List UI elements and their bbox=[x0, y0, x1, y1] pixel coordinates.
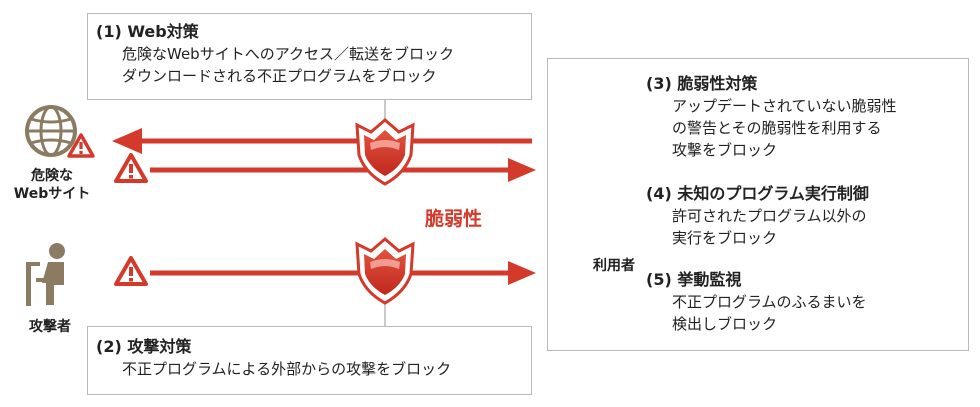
vulnerability-section: (3) 脆弱性対策 アップデートされていない脆弱性 の警告とその脆弱性を利用する… bbox=[646, 73, 897, 161]
attacker-label: 攻撃者 bbox=[29, 319, 71, 335]
behavior-monitoring-section: (5) 挙動監視 不正プログラムのふるまいを 検出しブロック bbox=[646, 269, 867, 335]
web-countermeasure-line: ダウンロードされる不正プログラムをブロック bbox=[122, 67, 437, 85]
section-title: (5) 挙動監視 bbox=[646, 270, 742, 289]
section-title: (3) 脆弱性対策 bbox=[646, 74, 758, 93]
dangerous-site-label-line: Webサイト bbox=[13, 186, 91, 202]
warning-icon bbox=[114, 153, 148, 183]
dangerous-site-label: 危険な Webサイト bbox=[6, 167, 98, 203]
arrow-to-site bbox=[112, 128, 532, 154]
web-countermeasure-title: (1) Web対策 bbox=[96, 22, 199, 41]
section-line: 実行をブロック bbox=[672, 229, 778, 247]
section-line: 攻撃をブロック bbox=[672, 141, 778, 159]
attack-countermeasure-line: 不正プログラムによる外部からの攻撃をブロック bbox=[122, 360, 452, 378]
section-line: 検出しブロック bbox=[672, 315, 778, 333]
attack-countermeasure-box: (2) 攻撃対策 不正プログラムによる外部からの攻撃をブロック bbox=[87, 326, 532, 395]
endpoint-countermeasure-box: (3) 脆弱性対策 アップデートされていない脆弱性 の警告とその脆弱性を利用する… bbox=[547, 58, 969, 351]
attack-countermeasure-title: (2) 攻撃対策 bbox=[96, 337, 192, 356]
globe-icon bbox=[25, 105, 77, 157]
dangerous-site-label-line: 危険な bbox=[31, 168, 73, 184]
warning-icon bbox=[114, 256, 148, 286]
section-line: の警告とその脆弱性を利用する bbox=[672, 119, 882, 137]
section-line: 許可されたプログラム以外の bbox=[672, 207, 867, 225]
user-label: 利用者 bbox=[593, 258, 635, 274]
section-line: アップデートされていない脆弱性 bbox=[672, 97, 897, 115]
unknown-program-section: (4) 未知のプログラム実行制御 許可されたプログラム以外の 実行をブロック bbox=[646, 183, 869, 249]
arrow-from-site bbox=[150, 158, 536, 182]
web-countermeasure-box: (1) Web対策 危険なWebサイトへのアクセス／転送をブロック ダウンロード… bbox=[87, 13, 532, 100]
warning-icon bbox=[67, 133, 95, 158]
shield-icon bbox=[355, 237, 415, 305]
vulnerability-label: 脆弱性 bbox=[425, 208, 483, 230]
section-title: (4) 未知のプログラム実行制御 bbox=[646, 184, 869, 203]
attacker-icon bbox=[26, 243, 65, 306]
arrow-from-attacker bbox=[150, 261, 536, 285]
web-countermeasure-line: 危険なWebサイトへのアクセス／転送をブロック bbox=[122, 45, 454, 63]
shield-icon bbox=[355, 118, 415, 186]
section-line: 不正プログラムのふるまいを bbox=[672, 293, 867, 311]
